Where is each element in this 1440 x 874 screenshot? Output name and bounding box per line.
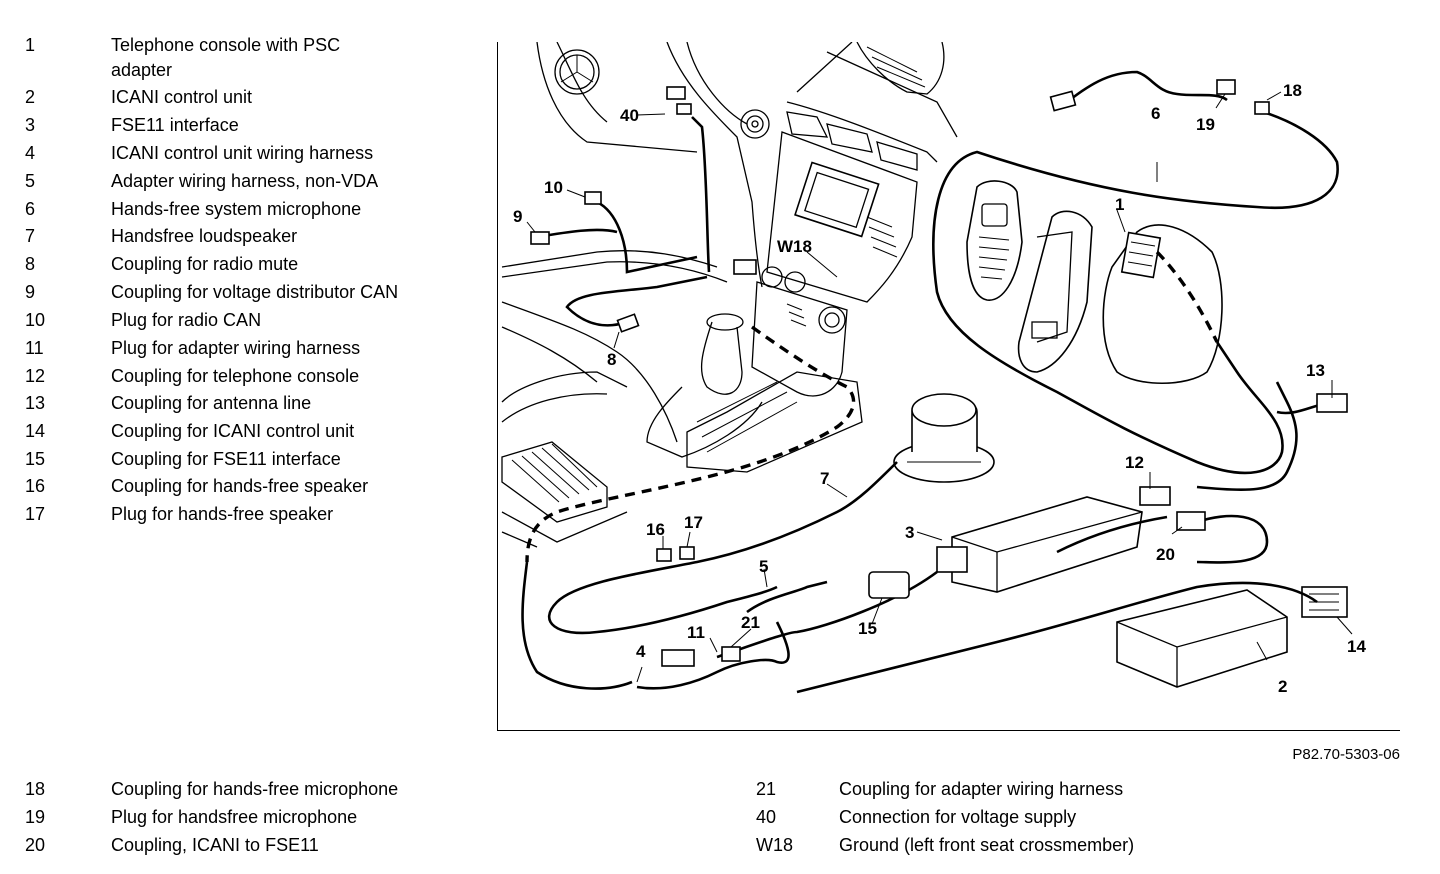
legend-description: Coupling for adapter wiring harness — [839, 779, 1124, 799]
loudspeaker — [893, 393, 995, 483]
legend-description: ICANI control unit — [111, 87, 253, 107]
legend-description: Coupling for telephone console — [111, 366, 360, 386]
callout-21: 21 — [741, 613, 760, 632]
legend-number: 5 — [25, 171, 36, 191]
legend-description: Connection for voltage supply — [839, 807, 1077, 827]
legend-number: 13 — [25, 393, 46, 413]
legend-number: 6 — [25, 199, 36, 219]
legend-number: 18 — [25, 779, 46, 799]
callout-15: 15 — [858, 619, 877, 638]
legend-description: Coupling for hands-free speaker — [111, 476, 369, 496]
legend-description: Plug for hands-free speaker — [111, 504, 334, 524]
callout-W18: W18 — [777, 237, 812, 256]
legend-number: 7 — [25, 226, 36, 246]
fse11-interface-box — [936, 496, 1143, 593]
center-console — [751, 42, 958, 397]
legend-number: 1 — [25, 35, 36, 55]
pedal — [501, 441, 608, 523]
legend-description: Coupling for antenna line — [111, 393, 312, 413]
legend-number: 10 — [25, 310, 46, 330]
leader-lines — [526, 91, 1353, 683]
callout-13: 13 — [1306, 361, 1325, 380]
legend-number: 15 — [25, 449, 46, 469]
legend-description: Coupling for voltage distributor CAN — [111, 282, 399, 302]
legend-description: Coupling, ICANI to FSE11 — [111, 835, 319, 855]
telephone-console — [1102, 224, 1223, 385]
callout-1: 1 — [1115, 195, 1124, 214]
legend-number: 17 — [25, 504, 46, 524]
diagram-frame — [497, 42, 1400, 731]
legend-number: 3 — [25, 115, 36, 135]
legend-number: 11 — [25, 338, 44, 358]
callout-20: 20 — [1156, 545, 1175, 564]
legend-number: 2 — [25, 87, 36, 107]
callout-7: 7 — [820, 469, 829, 488]
legend-description: Coupling for FSE11 interface — [111, 449, 341, 469]
legend-description: Coupling for radio mute — [111, 254, 299, 274]
phone-cradle — [1017, 210, 1093, 373]
callout-10: 10 — [544, 178, 563, 197]
callout-18: 18 — [1283, 81, 1302, 100]
callout-11: 11 — [687, 623, 705, 642]
legend-description: FSE11 interface — [111, 115, 239, 135]
callout-9: 9 — [513, 207, 522, 226]
callout-8: 8 — [607, 350, 616, 369]
legend-description: Handsfree loudspeaker — [111, 226, 298, 246]
dashed-cable — [525, 250, 1219, 563]
legend-number: 19 — [25, 807, 46, 827]
legend-number: 14 — [25, 421, 46, 441]
legend-number: 8 — [25, 254, 36, 274]
legend-number: W18 — [756, 835, 794, 855]
legend-number: 40 — [756, 807, 777, 827]
legend-description: Plug for radio CAN — [111, 310, 262, 330]
icani-control-unit-box — [1116, 586, 1348, 688]
legend-description: Hands-free system microphone — [111, 199, 362, 219]
callout-19: 19 — [1196, 115, 1215, 134]
connectors — [530, 79, 1348, 667]
legend-number: 4 — [25, 143, 36, 163]
callout-5: 5 — [759, 557, 768, 576]
callout-14: 14 — [1347, 637, 1366, 656]
mobile-phone — [966, 180, 1023, 301]
legend-number: 12 — [25, 366, 46, 386]
legend-number: 16 — [25, 476, 46, 496]
legend-description: ICANI control unit wiring harness — [111, 143, 374, 163]
legend-description: Plug for handsfree microphone — [111, 807, 358, 827]
legend-description: Plug for adapter wiring harness — [111, 338, 361, 358]
callout-6: 6 — [1151, 104, 1160, 123]
legend-description: Adapter wiring harness, non-VDA — [111, 171, 379, 191]
callout-2: 2 — [1278, 677, 1287, 696]
legend-number: 20 — [25, 835, 46, 855]
steering-logo — [554, 49, 770, 139]
cables — [521, 70, 1339, 694]
callout-3: 3 — [905, 523, 914, 542]
callout-16: 16 — [646, 520, 665, 539]
wiring-diagram: 1 2 3 4 5 6 7 8 9 10 11 12 13 14 15 16 1… — [501, 42, 1366, 696]
legend-number: 21 — [756, 779, 777, 799]
figure-reference: P82.70-5303-06 — [1292, 746, 1400, 763]
callout-40: 40 — [620, 106, 639, 125]
dashboard-outline — [501, 42, 763, 548]
callout-17: 17 — [684, 513, 703, 532]
legend-description: Telephone console with PSC — [111, 35, 341, 55]
legend-description: Coupling for hands-free microphone — [111, 779, 399, 799]
callouts: 1 2 3 4 5 6 7 8 9 10 11 12 13 14 15 16 1… — [513, 81, 1366, 696]
gear-shifter — [646, 313, 863, 473]
legend-number: 9 — [25, 282, 36, 302]
callout-12: 12 — [1125, 453, 1144, 472]
legend-description: Ground (left front seat crossmember) — [839, 835, 1135, 855]
callout-4: 4 — [636, 642, 646, 661]
legend-description: adapter — [111, 60, 173, 80]
legend-description: Coupling for ICANI control unit — [111, 421, 355, 441]
